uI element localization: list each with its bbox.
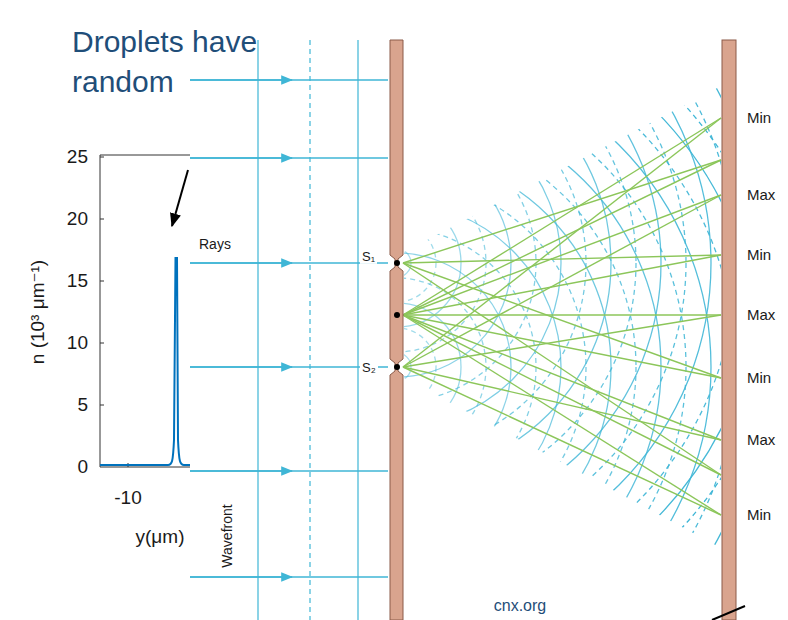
ray-line [403, 315, 721, 440]
axis-title: y(μm) [134, 527, 187, 548]
interference-lines [403, 118, 721, 515]
ray-label: Rays [197, 237, 233, 252]
axis-tick: 20 [65, 209, 90, 230]
axis-tick: 10 [65, 333, 90, 354]
fringe-label: Min [745, 507, 773, 524]
axis-tick: 0 [75, 457, 90, 478]
fringe-label: Min [745, 110, 773, 127]
wave-arc [8, 0, 786, 620]
screen [722, 40, 736, 620]
wave-arc [33, 3, 761, 620]
ray-line [403, 314, 721, 315]
ray-line [403, 160, 721, 263]
ray-line [403, 118, 721, 315]
title-text: Droplets have random [72, 25, 257, 98]
source-credit: cnx.org [492, 597, 548, 615]
ray-line [403, 315, 721, 367]
wavefront-label: Wavefront [220, 502, 235, 569]
ray-line [403, 263, 721, 475]
plot-axes [100, 155, 200, 467]
illustration-ground [190, 40, 750, 620]
ray-line [403, 160, 721, 315]
axis-tick: -10 [112, 488, 143, 509]
slit-barrier [390, 40, 403, 620]
ray-line [403, 118, 721, 367]
plane-wavefronts [258, 40, 358, 620]
ray-line [403, 315, 721, 515]
axis-tick: 5 [75, 395, 90, 416]
ray-line [403, 195, 721, 367]
ray-line [403, 315, 721, 475]
wave-arc [33, 0, 761, 620]
fringe-label: Max [745, 187, 777, 204]
axis-tick: 15 [65, 271, 90, 292]
wave-arc [58, 28, 736, 620]
fringe-label: Min [745, 370, 773, 387]
wave-arc [8, 0, 786, 620]
axis-tick: 25 [65, 147, 90, 168]
slit-label: S₂ [360, 361, 378, 375]
fringe-label: Max [745, 307, 777, 324]
pointer-arrow [172, 170, 188, 226]
wave-fronts [8, 0, 786, 620]
ray-line [403, 255, 721, 263]
slide-title: Droplets have random [72, 22, 302, 102]
fringe-label: Min [745, 247, 773, 264]
density-curve [100, 258, 200, 465]
ray-line [403, 255, 721, 315]
ray-line [403, 195, 721, 315]
fringe-label: Max [745, 432, 777, 449]
axis-title: n (10³ μm⁻¹) [28, 258, 49, 366]
ray-line [403, 367, 721, 515]
pointer-line [712, 606, 745, 620]
slit-label: S₁ [360, 250, 377, 264]
ray-line [403, 367, 721, 440]
slit-points [394, 260, 400, 370]
